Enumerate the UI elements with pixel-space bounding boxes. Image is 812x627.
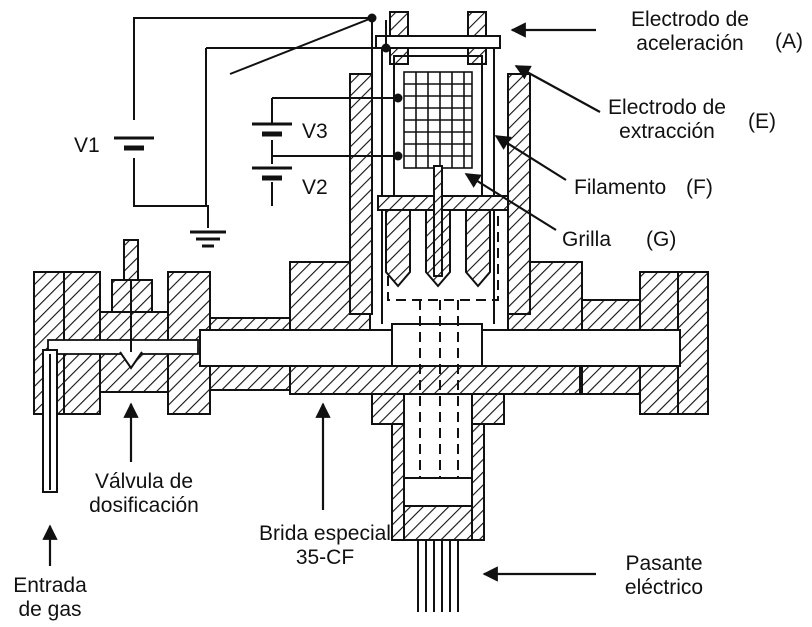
label-line: aceleración — [636, 32, 744, 55]
label-extraction-electrode: Electrodo de extracción — [592, 96, 742, 144]
label-line: Pasante — [625, 552, 703, 575]
label-special-flange: Brida especial 35-CF — [250, 522, 400, 570]
battery-v3 — [252, 122, 292, 137]
grid — [403, 71, 473, 169]
feedthrough-pins — [417, 540, 459, 612]
label-extraction-tag: (E) — [748, 110, 776, 133]
gas-inlet-tube — [42, 349, 58, 493]
label-line: dosificación — [89, 494, 199, 517]
label-line: Brida especial — [259, 522, 391, 545]
label-v2: V2 — [302, 176, 328, 199]
label-gas-inlet: Entrada de gas — [2, 574, 98, 622]
label-dosing-valve: Válvula de dosificación — [76, 470, 212, 518]
label-v3: V3 — [302, 120, 328, 143]
dosing-valve-needle — [119, 239, 143, 370]
label-line: eléctrico — [624, 576, 704, 599]
label-line: Electrodo de — [608, 96, 726, 119]
label-line: Entrada — [13, 574, 87, 597]
acceleration-electrode — [375, 11, 501, 324]
label-acceleration-tag: (A) — [775, 30, 803, 53]
battery-v2 — [252, 166, 292, 181]
lower-tube — [371, 393, 505, 541]
label-grid: Grilla — [562, 228, 612, 251]
label-line: Válvula de — [94, 470, 194, 493]
label-electrical-feedthrough: Pasante eléctrico — [604, 552, 724, 600]
label-v1: V1 — [74, 134, 100, 157]
label-acceleration-electrode: Electrodo de aceleración — [612, 8, 768, 56]
label-line: de gas — [18, 598, 82, 621]
label-line: 35-CF — [295, 546, 355, 569]
wiring-nodes — [367, 13, 403, 161]
label-line: extracción — [619, 120, 715, 143]
ground-icon — [190, 230, 226, 248]
filament-supports — [377, 165, 509, 288]
label-line: Electrodo de — [631, 8, 749, 31]
source-housing — [349, 73, 531, 367]
label-filament-tag: (F) — [686, 176, 713, 199]
label-filament: Filamento — [574, 176, 667, 199]
battery-v1 — [114, 136, 154, 151]
callout-arrows — [42, 22, 601, 582]
label-grid-tag: (G) — [646, 228, 677, 251]
gas-channel-left — [47, 339, 199, 355]
